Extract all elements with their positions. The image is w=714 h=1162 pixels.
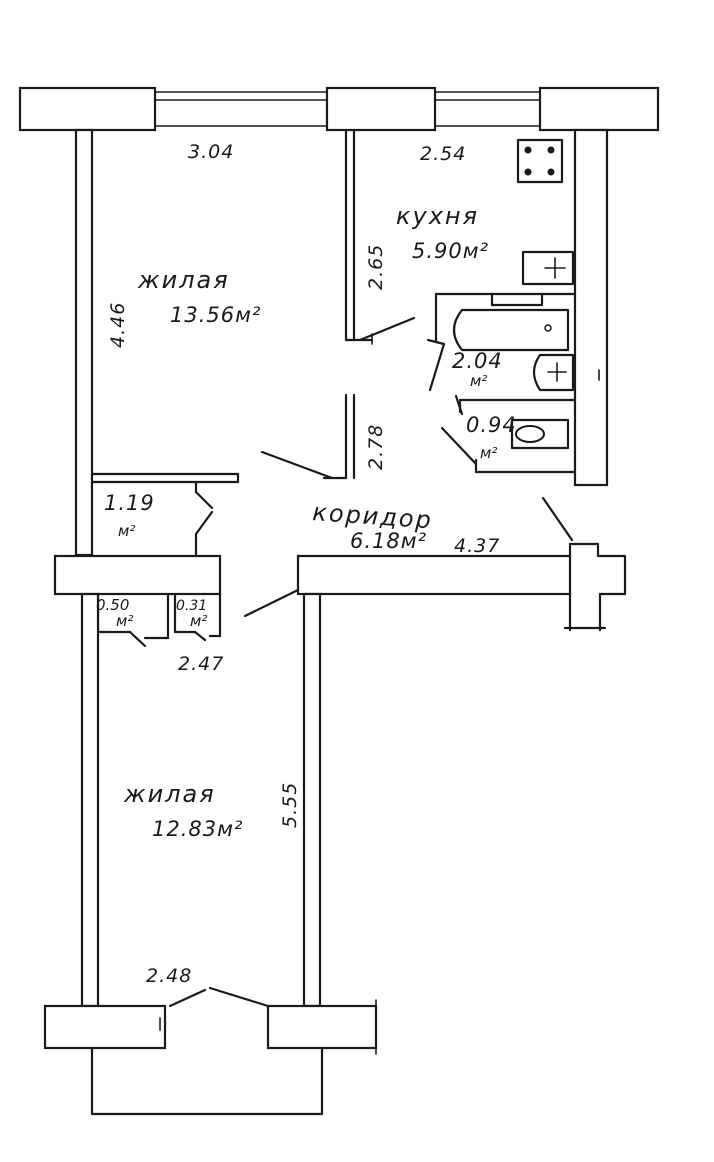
dimension-kitchen-height: 2.65 <box>365 244 387 290</box>
dimension-top-right: 2.54 <box>420 143 466 165</box>
corridor-entry-door <box>541 496 574 542</box>
kitchen-area: 5.90м² <box>412 239 489 263</box>
dimension-left-height: 4.46 <box>107 302 129 348</box>
dimension-bottom-width: 2.48 <box>146 965 192 987</box>
dimension-corridor-length: 4.37 <box>454 535 500 557</box>
bath-area: 2.04 <box>452 349 503 373</box>
bathtub-icon <box>452 308 570 352</box>
top-window-right <box>434 91 541 127</box>
closet-b-area: 0.31 <box>176 598 207 614</box>
closet-a-area: 0.50 <box>96 596 129 614</box>
top-window-left <box>154 91 328 127</box>
kitchen-label: кухня <box>396 202 479 230</box>
living-bottom-area: 12.83м² <box>152 817 243 841</box>
dimension-partition-height: 2.78 <box>365 424 387 470</box>
upper-walls <box>74 128 609 557</box>
closet-large <box>90 472 240 558</box>
washbasin-icon <box>532 353 575 392</box>
wc-unit: м² <box>480 444 497 462</box>
bath-unit: м² <box>470 372 487 390</box>
living-bottom-label: жилая <box>123 780 216 808</box>
stove-icon <box>516 138 564 184</box>
closet-b-unit: м² <box>190 612 207 630</box>
corridor-entry-wall <box>563 542 627 632</box>
doors <box>260 316 574 542</box>
dimension-top-left: 3.04 <box>188 141 234 163</box>
bottom-exterior-wall <box>43 986 378 1116</box>
kitchen-door <box>358 316 416 342</box>
balcony-door <box>168 986 270 1008</box>
wc-room <box>440 400 577 474</box>
balcony <box>90 1046 324 1116</box>
dimension-labels: 3.04 2.54 4.46 2.65 2.78 4.37 2.47 5.55 … <box>107 141 500 987</box>
small-closets <box>96 592 222 648</box>
middle-walls <box>53 542 627 632</box>
wc-area: 0.94 <box>466 413 517 437</box>
kitchen-sink-icon <box>521 250 575 286</box>
dimension-bottom-height: 5.55 <box>279 782 301 828</box>
dimension-closets-width: 2.47 <box>178 653 224 675</box>
top-exterior-wall <box>18 86 660 132</box>
toilet-icon <box>510 418 570 450</box>
closet-a-unit: м² <box>116 612 133 630</box>
living-top-door <box>260 450 348 480</box>
living-top-label: жилая <box>137 266 230 294</box>
closet-large-unit: м² <box>118 522 135 540</box>
closet-large-area: 1.19 <box>104 491 155 515</box>
bathroom <box>426 292 577 416</box>
living-top-area: 13.56м² <box>170 303 261 327</box>
corridor-area: 6.18м² <box>350 529 427 553</box>
